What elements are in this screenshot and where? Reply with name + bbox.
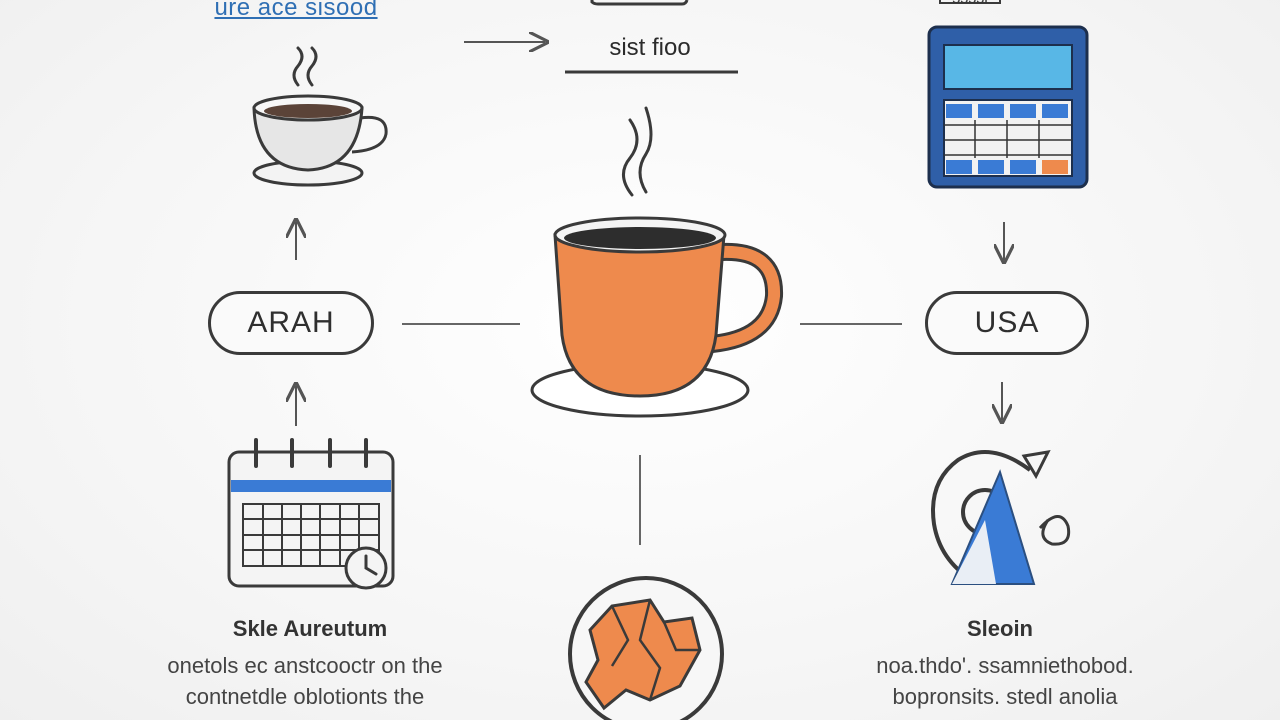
node-pill-right-label: USA	[974, 306, 1040, 339]
top-right-fragment	[939, 0, 1001, 4]
top-center-label: sist fioo	[609, 34, 691, 61]
calendar-icon	[227, 438, 395, 590]
caption-right-body: noa.thdo'. ssamniethobod. bopronsits. st…	[850, 650, 1160, 712]
coffee-cup-icon	[252, 46, 388, 187]
caption-right-line-2: bopronsits. stedl anolia	[892, 684, 1118, 709]
caption-right-line-1: noa.thdo'. ssamniethobod.	[876, 653, 1134, 678]
top-center-frame	[565, 0, 738, 74]
caption-left-line-1: onetols ec anstcooctr on the	[167, 653, 443, 678]
caption-left-line-2: contnetdle oblotionts the	[185, 684, 425, 709]
mug-icon	[530, 106, 784, 418]
caption-left-title: Skle Aureutum	[232, 616, 388, 641]
caption-left-body: onetols ec anstcooctr on the contnetdle …	[140, 650, 470, 712]
calculator-icon	[927, 25, 1089, 189]
node-pill-right: USA	[925, 291, 1089, 355]
cycle-icon	[931, 450, 1071, 585]
top-right-label: ssssi	[930, 0, 1010, 8]
node-pill-left-label: ARAH	[247, 306, 335, 339]
globe-map-icon	[568, 576, 724, 720]
top-left-link[interactable]: ure ace sisood	[214, 0, 378, 21]
caption-right-title: Sleoin	[966, 616, 1033, 641]
node-pill-left: ARAH	[208, 291, 374, 355]
